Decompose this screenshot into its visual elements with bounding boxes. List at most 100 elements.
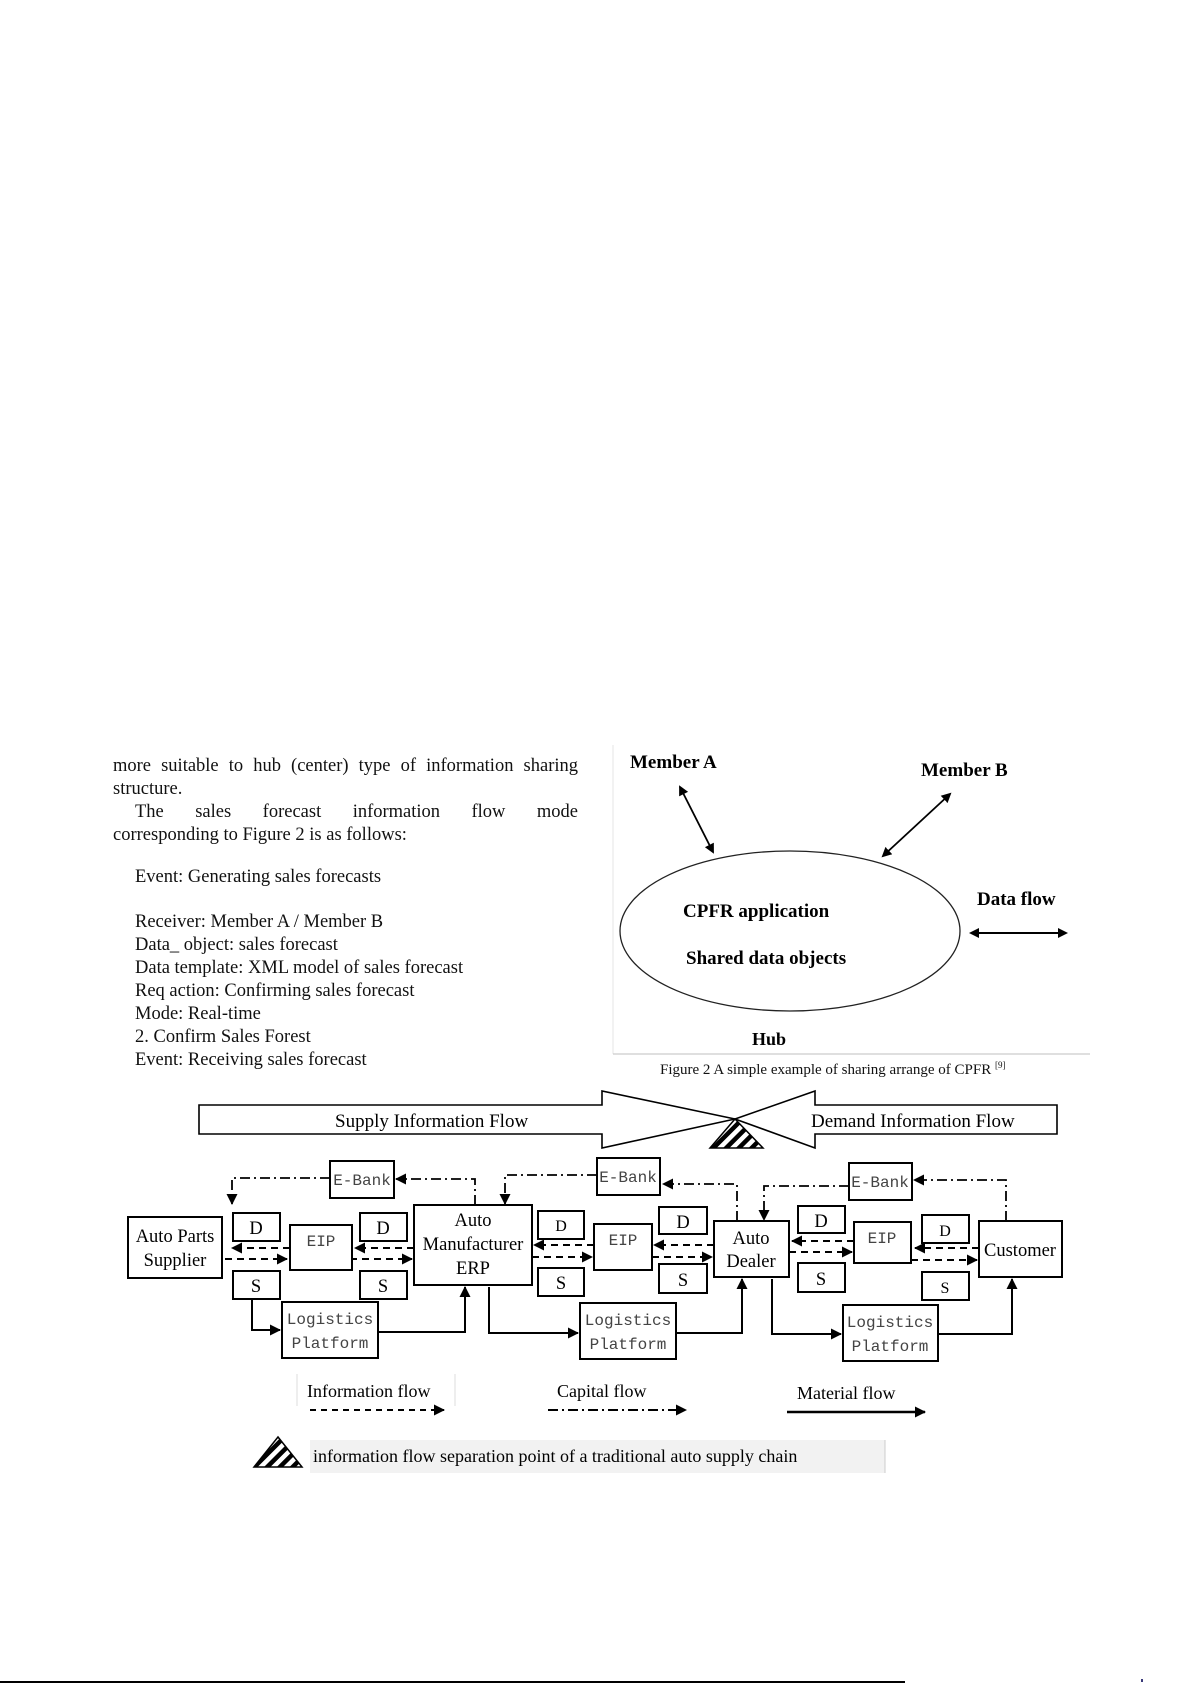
demand-label: D	[676, 1213, 689, 1233]
figure-2-caption: Figure 2 A simple example of sharing arr…	[660, 1056, 1005, 1079]
logistics-label: Logistics	[287, 1311, 373, 1329]
material-flow-line	[771, 1279, 842, 1340]
supply-label: S	[816, 1270, 826, 1290]
supply-label: S	[678, 1271, 688, 1291]
logistics-label: Logistics	[847, 1314, 933, 1332]
demand-box	[359, 1212, 408, 1242]
supply-box	[359, 1270, 408, 1300]
demand-box	[658, 1206, 708, 1235]
shared-data-objects-label: Shared data objects	[686, 948, 846, 969]
ebank-label: E-Bank	[599, 1169, 657, 1187]
spec-line: Data_ object: sales forecast	[135, 935, 338, 955]
spec-line: Data template: XML model of sales foreca…	[135, 958, 464, 978]
spec-line: Event: Receiving sales forecast	[135, 1050, 367, 1070]
cpfr-application-label: CPFR application	[683, 901, 830, 922]
capital-flow-line	[499, 1174, 597, 1205]
separation-legend-icon	[252, 1435, 304, 1468]
caption-text: Figure 2 A simple example of sharing arr…	[660, 1062, 992, 1078]
paragraph-word: forecast	[262, 802, 322, 822]
customer-label: Customer	[984, 1241, 1056, 1261]
paragraph-line: corresponding to Figure 2 is as follows:	[113, 825, 407, 845]
logistics-label: Platform	[590, 1336, 667, 1354]
eip-box	[593, 1223, 653, 1271]
figure-3-supply-chain: Supply Information Flow Demand Informati…	[127, 1089, 1063, 1473]
figure-2-cpfr: Member A Member B CPFR application Share…	[612, 745, 1090, 1055]
demand-box	[537, 1210, 585, 1240]
demand-box	[797, 1205, 846, 1234]
demand-flow-banner	[732, 1089, 1058, 1150]
capital-flow-line	[226, 1177, 330, 1205]
supplier-label: Supplier	[144, 1251, 207, 1271]
spec-line: Mode: Real-time	[135, 1004, 261, 1024]
logistics-label: Logistics	[585, 1312, 671, 1330]
ebank-box	[596, 1157, 661, 1196]
customer-box	[978, 1220, 1063, 1278]
legend-material-label: Material flow	[797, 1383, 895, 1403]
supply-box	[921, 1271, 970, 1301]
spec-line: Req action: Confirming sales forecast	[135, 981, 415, 1001]
auto-manufacturer-erp-box	[413, 1204, 533, 1286]
eip-box	[853, 1221, 912, 1264]
supply-label: S	[378, 1277, 388, 1297]
member-b-arrow	[881, 792, 952, 858]
material-flow-line	[378, 1286, 471, 1333]
spec-line: 2. Confirm Sales Forest	[135, 1027, 311, 1047]
legend-information-label: Information flow	[307, 1381, 430, 1401]
spec-list: Receiver: Member A / Member B Data_ objec…	[135, 911, 463, 1072]
member-b-label: Member B	[921, 760, 1008, 781]
supply-flow-banner	[198, 1090, 736, 1149]
paragraph-line: structure.	[113, 779, 183, 799]
eip-label: EIP	[868, 1230, 897, 1248]
manufacturer-label: Auto	[455, 1211, 492, 1231]
dealer-label: Auto	[733, 1229, 770, 1249]
supply-label: S	[941, 1280, 950, 1297]
demand-label: D	[814, 1212, 827, 1232]
footer-rule	[0, 1681, 905, 1683]
material-flow-line	[251, 1299, 281, 1336]
hub-ellipse	[619, 850, 961, 1012]
supply-box	[658, 1263, 708, 1294]
separation-note-label: information flow separation point of a t…	[313, 1446, 797, 1466]
logistics-platform-box	[281, 1301, 379, 1359]
supply-box	[797, 1262, 846, 1293]
ebank-label: E-Bank	[333, 1172, 391, 1190]
hub-label: Hub	[752, 1029, 786, 1049]
eip-label: EIP	[609, 1232, 638, 1250]
material-flow-line	[938, 1278, 1018, 1335]
legend-capital-label: Capital flow	[557, 1381, 646, 1401]
citation-ref: [9]	[994, 1060, 1006, 1070]
member-a-label: Member A	[630, 752, 717, 773]
demand-label: D	[555, 1218, 567, 1235]
demand-label: D	[376, 1219, 389, 1239]
separation-note-bg	[310, 1440, 885, 1473]
paragraph-word: information	[352, 802, 441, 822]
paragraph-word: flow	[471, 802, 506, 822]
logistics-label: Platform	[852, 1338, 929, 1356]
capital-flow-line	[395, 1173, 476, 1205]
eip-box	[289, 1224, 353, 1271]
page-mark	[1141, 1679, 1143, 1682]
ebank-box	[848, 1162, 913, 1201]
demand-label: D	[249, 1219, 262, 1239]
ebank-box	[329, 1160, 395, 1199]
material-flow-line	[676, 1278, 748, 1334]
paragraph-word: The	[135, 802, 164, 822]
capital-flow-line	[662, 1178, 738, 1221]
material-flow-line	[488, 1287, 579, 1339]
logistics-platform-box	[579, 1302, 677, 1360]
supply-box	[232, 1270, 281, 1300]
demand-label: D	[939, 1223, 951, 1240]
capital-flow-line	[758, 1185, 849, 1221]
separation-point-icon	[708, 1117, 765, 1149]
spec-line: Receiver: Member A / Member B	[135, 912, 384, 932]
supply-box	[537, 1267, 585, 1297]
eip-label: EIP	[307, 1233, 336, 1251]
logistics-label: Platform	[292, 1335, 369, 1353]
event-line: Event: Generating sales forecasts	[135, 867, 382, 887]
logistics-platform-box	[842, 1304, 939, 1362]
data-flow-label: Data flow	[977, 889, 1056, 910]
supply-label: S	[556, 1274, 566, 1294]
supply-label: S	[251, 1277, 261, 1297]
dealer-label: Dealer	[726, 1252, 775, 1272]
